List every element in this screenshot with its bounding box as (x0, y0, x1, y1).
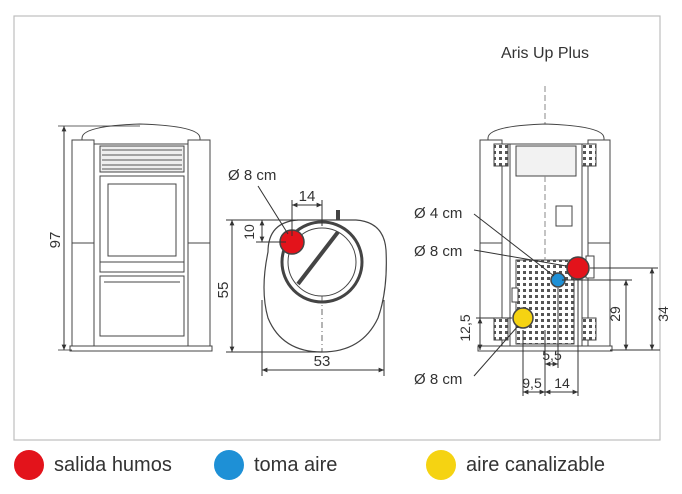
top-view (263, 210, 387, 353)
legend-intake-label: toma aire (254, 453, 338, 476)
rear-view (477, 86, 613, 352)
front-height-label: 97 (47, 232, 64, 249)
rear-duct-height-label: 12,5 (457, 314, 473, 341)
legend-duct: aire canalizable (426, 447, 605, 483)
rear-flue-height-label: 34 (655, 306, 671, 322)
top-width-label: 53 (314, 353, 331, 370)
legend-duct-label: aire canalizable (466, 453, 605, 476)
rear-duct-outlet (512, 307, 534, 329)
diagram-frame (13, 15, 661, 441)
rear-intake-offset-label: 5,5 (542, 347, 562, 363)
front-view (69, 123, 213, 352)
rear-duct-offset-label: 9,5 (522, 375, 542, 391)
rear-duct-diameter-label: Ø 8 cm (414, 371, 462, 388)
rear-flue-diameter-label: Ø 8 cm (414, 243, 462, 260)
top-depth-label: 55 (215, 282, 232, 299)
rear-flue-outlet (566, 256, 590, 280)
legend-flue: salida humos (14, 447, 172, 483)
rear-intake-height-label: 29 (607, 306, 623, 322)
legend-intake: toma aire (214, 447, 337, 483)
legend-flue-label: salida humos (54, 453, 172, 476)
top-offset-x-label: 14 (299, 188, 316, 205)
front-height-dimension: 97 (47, 125, 140, 351)
model-title: Aris Up Plus (501, 45, 589, 62)
flue-color-swatch (14, 450, 44, 480)
top-view-dimensions (226, 185, 385, 376)
top-diameter-label: Ø 8 cm (228, 167, 276, 184)
top-offset-y-label: 10 (241, 224, 257, 240)
duct-color-swatch (426, 450, 456, 480)
rear-view-dimensions (473, 213, 660, 396)
rear-flue-offset-label: 14 (554, 375, 570, 391)
intake-color-swatch (214, 450, 244, 480)
rear-intake-diameter-label: Ø 4 cm (414, 205, 462, 222)
